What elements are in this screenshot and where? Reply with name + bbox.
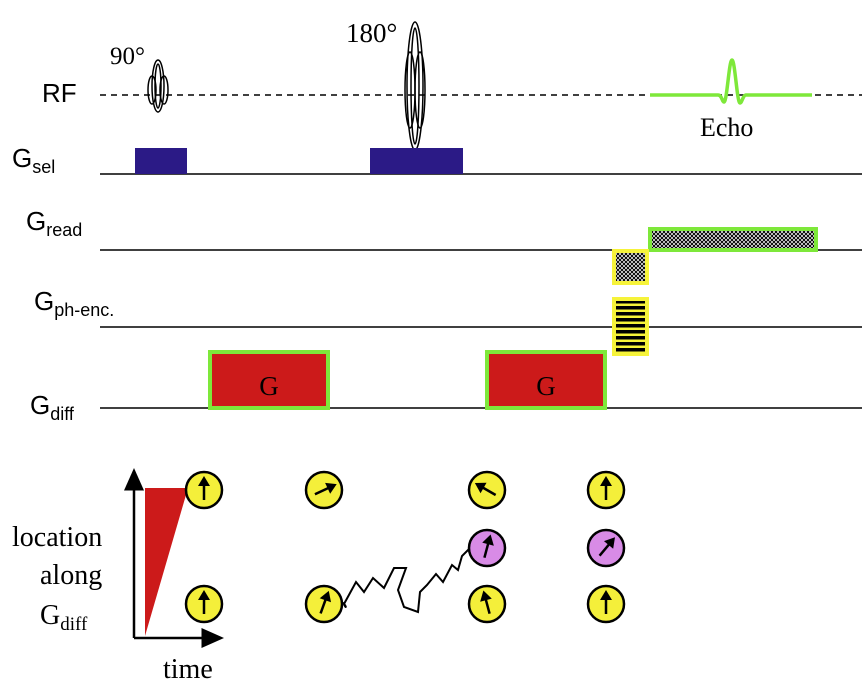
- spin-col4-bottom: [586, 584, 626, 624]
- diffusion-gradient-lobe-1: [208, 350, 330, 410]
- pulse-180-label: 180°: [346, 18, 397, 48]
- pulse-90-rf: [147, 59, 169, 113]
- gradient-strength-wedge: [145, 488, 188, 636]
- diffusion-gradient-lobe-2: [485, 350, 607, 410]
- diffusion-random-walk-path: [339, 547, 476, 614]
- spin-col4-middle: [586, 528, 626, 568]
- gphase-label: Gph-enc.: [34, 286, 114, 320]
- spin-col3-bottom: [467, 584, 507, 624]
- spin-col3-top: [467, 470, 507, 510]
- diffusion-lobe-2-label: G: [536, 371, 556, 401]
- echo-label: Echo: [700, 113, 753, 142]
- slice-select-gradient-180: [370, 148, 463, 174]
- diffusion-lobe-1-label: G: [259, 371, 279, 401]
- slice-select-gradient-90: [135, 148, 187, 174]
- location-label-line1: location: [12, 522, 102, 553]
- rf-label: RF: [42, 78, 77, 108]
- readout-prephaser-gradient: [612, 249, 649, 285]
- gsel-label: Gsel: [12, 143, 55, 177]
- spin-col2-top: [304, 470, 344, 510]
- time-label: time: [163, 654, 213, 685]
- pulse-180-rf: [404, 21, 426, 151]
- location-label-line2: along: [40, 560, 102, 591]
- readout-gradient: [648, 227, 818, 252]
- spin-col3-middle: [467, 528, 507, 568]
- echo-signal: [650, 58, 812, 105]
- gdiff-label: Gdiff: [30, 390, 75, 424]
- spin-vectors: [184, 470, 626, 624]
- location-label-gdiff: Gdiff: [40, 600, 88, 635]
- spin-col2-bottom: [304, 584, 344, 624]
- spin-col1-top: [184, 470, 224, 510]
- spin-col4-top: [586, 470, 626, 510]
- pulse-90-label: 90°: [110, 43, 145, 70]
- spin-col1-bottom: [184, 584, 224, 624]
- phase-encode-gradient: [612, 297, 649, 356]
- axes: [124, 468, 224, 648]
- gread-label: Gread: [26, 206, 82, 240]
